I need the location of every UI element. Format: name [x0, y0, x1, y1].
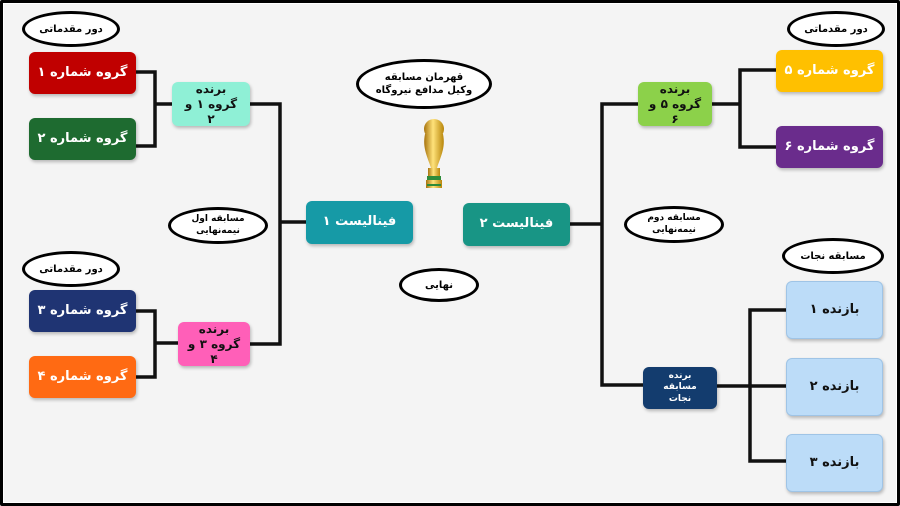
group-5-box: گروه شماره ۵ — [776, 50, 883, 92]
loser-3-box: بازنده ۳ — [786, 434, 883, 492]
label-champion: قهرمان مسابقه وکیل مدافع نیروگاه — [356, 59, 492, 109]
label-final: نهایی — [399, 268, 479, 302]
group-3-box: گروه شماره ۳ — [29, 290, 136, 332]
bracket-line-g5-g6 — [710, 68, 778, 149]
group-6-box: گروه شماره ۶ — [776, 126, 883, 168]
bracket-line-g3-g4 — [134, 309, 180, 379]
finalist-2-box: فینالیست ۲ — [463, 203, 570, 246]
label-rescue-match: مسابقه نجات — [782, 238, 884, 274]
loser-2-box: بازنده ۲ — [786, 358, 883, 416]
label-prelim-left-bottom: دور مقدماتی — [22, 251, 120, 287]
bracket-line-g1-g2 — [134, 70, 174, 148]
label-semifinal-1: مسابقه اول نیمه‌نهایی — [168, 207, 268, 244]
rescue-winner-box: برنده مسابقه نجات — [643, 367, 717, 409]
winner-5-6-box: برنده گروه ۵ و ۶ — [638, 82, 712, 126]
bracket-line-finalist1 — [249, 102, 308, 346]
group-4-box: گروه شماره ۴ — [29, 356, 136, 398]
bracket-line-losers — [715, 308, 788, 463]
winner-3-4-box: برنده گروه ۳ و ۴ — [178, 322, 250, 366]
label-semifinal-2: مسابقه دوم نیمه‌نهایی — [624, 206, 724, 243]
bracket-line-finalist2 — [568, 102, 645, 387]
label-prelim-left-top: دور مقدماتی — [22, 11, 120, 47]
trophy-icon — [424, 119, 444, 188]
loser-1-box: بازنده ۱ — [786, 281, 883, 339]
group-2-box: گروه شماره ۲ — [29, 118, 136, 160]
group-1-box: گروه شماره ۱ — [29, 52, 136, 94]
label-prelim-right-top: دور مقدماتی — [787, 11, 885, 47]
finalist-1-box: فینالیست ۱ — [306, 201, 413, 244]
winner-1-2-box: برنده گروه ۱ و ۲ — [172, 82, 250, 126]
